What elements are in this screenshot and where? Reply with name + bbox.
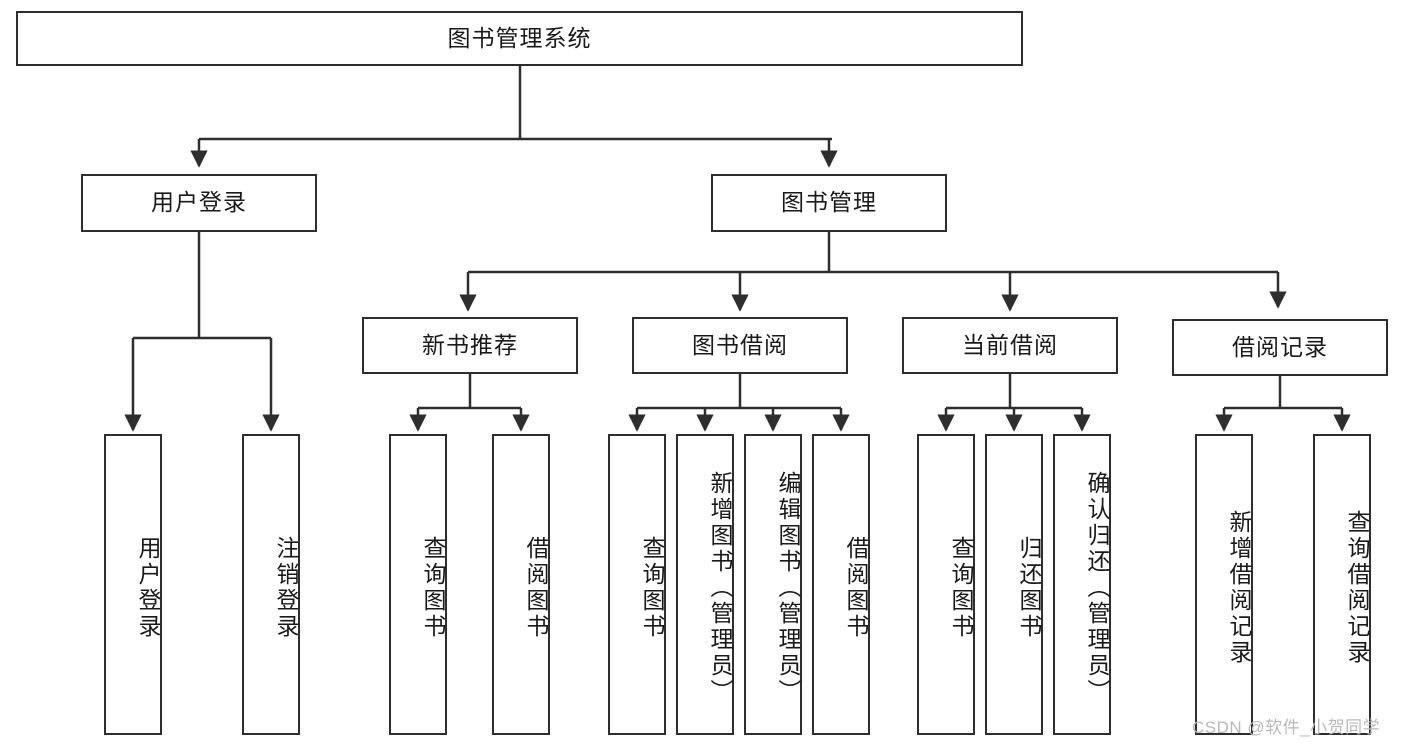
node-root[interactable]: 图书管理系统 xyxy=(16,11,1023,66)
node-leaf-query-book-2[interactable]: 查询图书 xyxy=(608,434,666,735)
node-current-borrow[interactable]: 当前借阅 xyxy=(902,317,1118,374)
node-book-management[interactable]: 图书管理 xyxy=(711,174,947,232)
node-leaf-add-book-label: 新增图书（管理员） xyxy=(707,470,733,705)
node-book-borrow-label: 图书借阅 xyxy=(692,331,788,358)
node-user-login[interactable]: 用户登录 xyxy=(81,174,317,232)
node-leaf-user-login[interactable]: 用户登录 xyxy=(104,434,162,735)
node-new-book-recommend[interactable]: 新书推荐 xyxy=(362,317,578,374)
node-leaf-query-record[interactable]: 查询借阅记录 xyxy=(1313,434,1371,735)
node-book-management-label: 图书管理 xyxy=(781,189,877,216)
node-leaf-borrow-book-1[interactable]: 借阅图书 xyxy=(492,434,550,735)
node-leaf-query-record-label: 查询借阅记录 xyxy=(1344,509,1370,666)
node-root-label: 图书管理系统 xyxy=(447,24,592,51)
node-leaf-confirm-return[interactable]: 确认归还（管理员） xyxy=(1053,434,1111,735)
node-new-book-recommend-label: 新书推荐 xyxy=(422,331,518,358)
edge-newbook-to-leaves xyxy=(409,374,530,432)
node-leaf-query-book-1[interactable]: 查询图书 xyxy=(389,434,447,735)
node-leaf-borrow-book-1-label: 借阅图书 xyxy=(523,535,549,640)
node-leaf-query-book-1-label: 查询图书 xyxy=(420,535,446,640)
node-leaf-add-record[interactable]: 新增借阅记录 xyxy=(1195,434,1253,735)
node-leaf-user-login-label: 用户登录 xyxy=(135,535,161,640)
node-leaf-query-book-2-label: 查询图书 xyxy=(639,535,665,640)
csdn-watermark: CSDN @软件_小贺同学 xyxy=(1192,718,1381,737)
node-leaf-borrow-book-2[interactable]: 借阅图书 xyxy=(812,434,870,735)
edge-bookborrow-to-leaves xyxy=(628,374,850,432)
node-leaf-add-book[interactable]: 新增图书（管理员） xyxy=(676,434,734,735)
node-leaf-query-book-3[interactable]: 查询图书 xyxy=(917,434,975,735)
node-leaf-logout-label: 注销登录 xyxy=(273,535,299,640)
edge-borrowrecord-to-leaves xyxy=(1215,376,1351,432)
node-leaf-add-record-label: 新增借阅记录 xyxy=(1226,509,1252,666)
node-leaf-logout[interactable]: 注销登录 xyxy=(242,434,300,735)
node-book-borrow[interactable]: 图书借阅 xyxy=(632,317,848,374)
node-borrow-record[interactable]: 借阅记录 xyxy=(1172,319,1388,376)
node-leaf-return-book[interactable]: 归还图书 xyxy=(985,434,1043,735)
node-current-borrow-label: 当前借阅 xyxy=(962,331,1058,358)
edge-currentborrow-to-leaves xyxy=(937,374,1091,432)
node-borrow-record-label: 借阅记录 xyxy=(1232,333,1328,360)
node-leaf-edit-book-label: 编辑图书（管理员） xyxy=(775,470,801,705)
node-user-login-label: 用户登录 xyxy=(151,189,247,216)
node-leaf-query-book-3-label: 查询图书 xyxy=(948,535,974,640)
edge-root-to-level2 xyxy=(190,65,838,168)
node-leaf-borrow-book-2-label: 借阅图书 xyxy=(843,535,869,640)
edge-userlogin-to-leaves xyxy=(124,232,280,432)
node-leaf-return-book-label: 归还图书 xyxy=(1016,535,1042,640)
node-leaf-edit-book[interactable]: 编辑图书（管理员） xyxy=(744,434,802,735)
node-leaf-confirm-return-label: 确认归还（管理员） xyxy=(1084,470,1110,705)
edge-bookmgmt-to-level3 xyxy=(459,232,1287,312)
